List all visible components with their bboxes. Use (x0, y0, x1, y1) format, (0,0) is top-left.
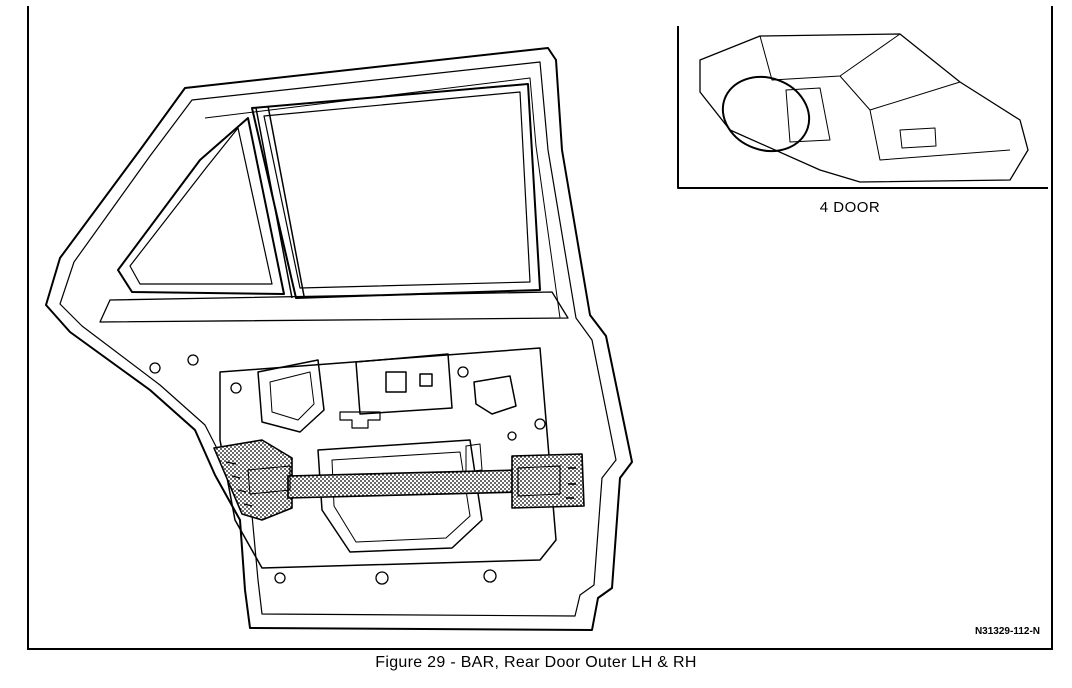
window-frame (99, 83, 569, 323)
door-bar-reinforcement (213, 439, 585, 521)
inset-label: 4 DOOR (819, 199, 881, 216)
figure-frame (27, 6, 1053, 650)
reference-code: N31329-112-N (974, 626, 1040, 637)
mounting-holes (149, 354, 546, 585)
figure-caption: Figure 29 - BAR, Rear Door Outer LH & RH (375, 654, 697, 671)
rear-door-panel (45, 47, 633, 631)
inset-vehicle (677, 26, 1048, 189)
